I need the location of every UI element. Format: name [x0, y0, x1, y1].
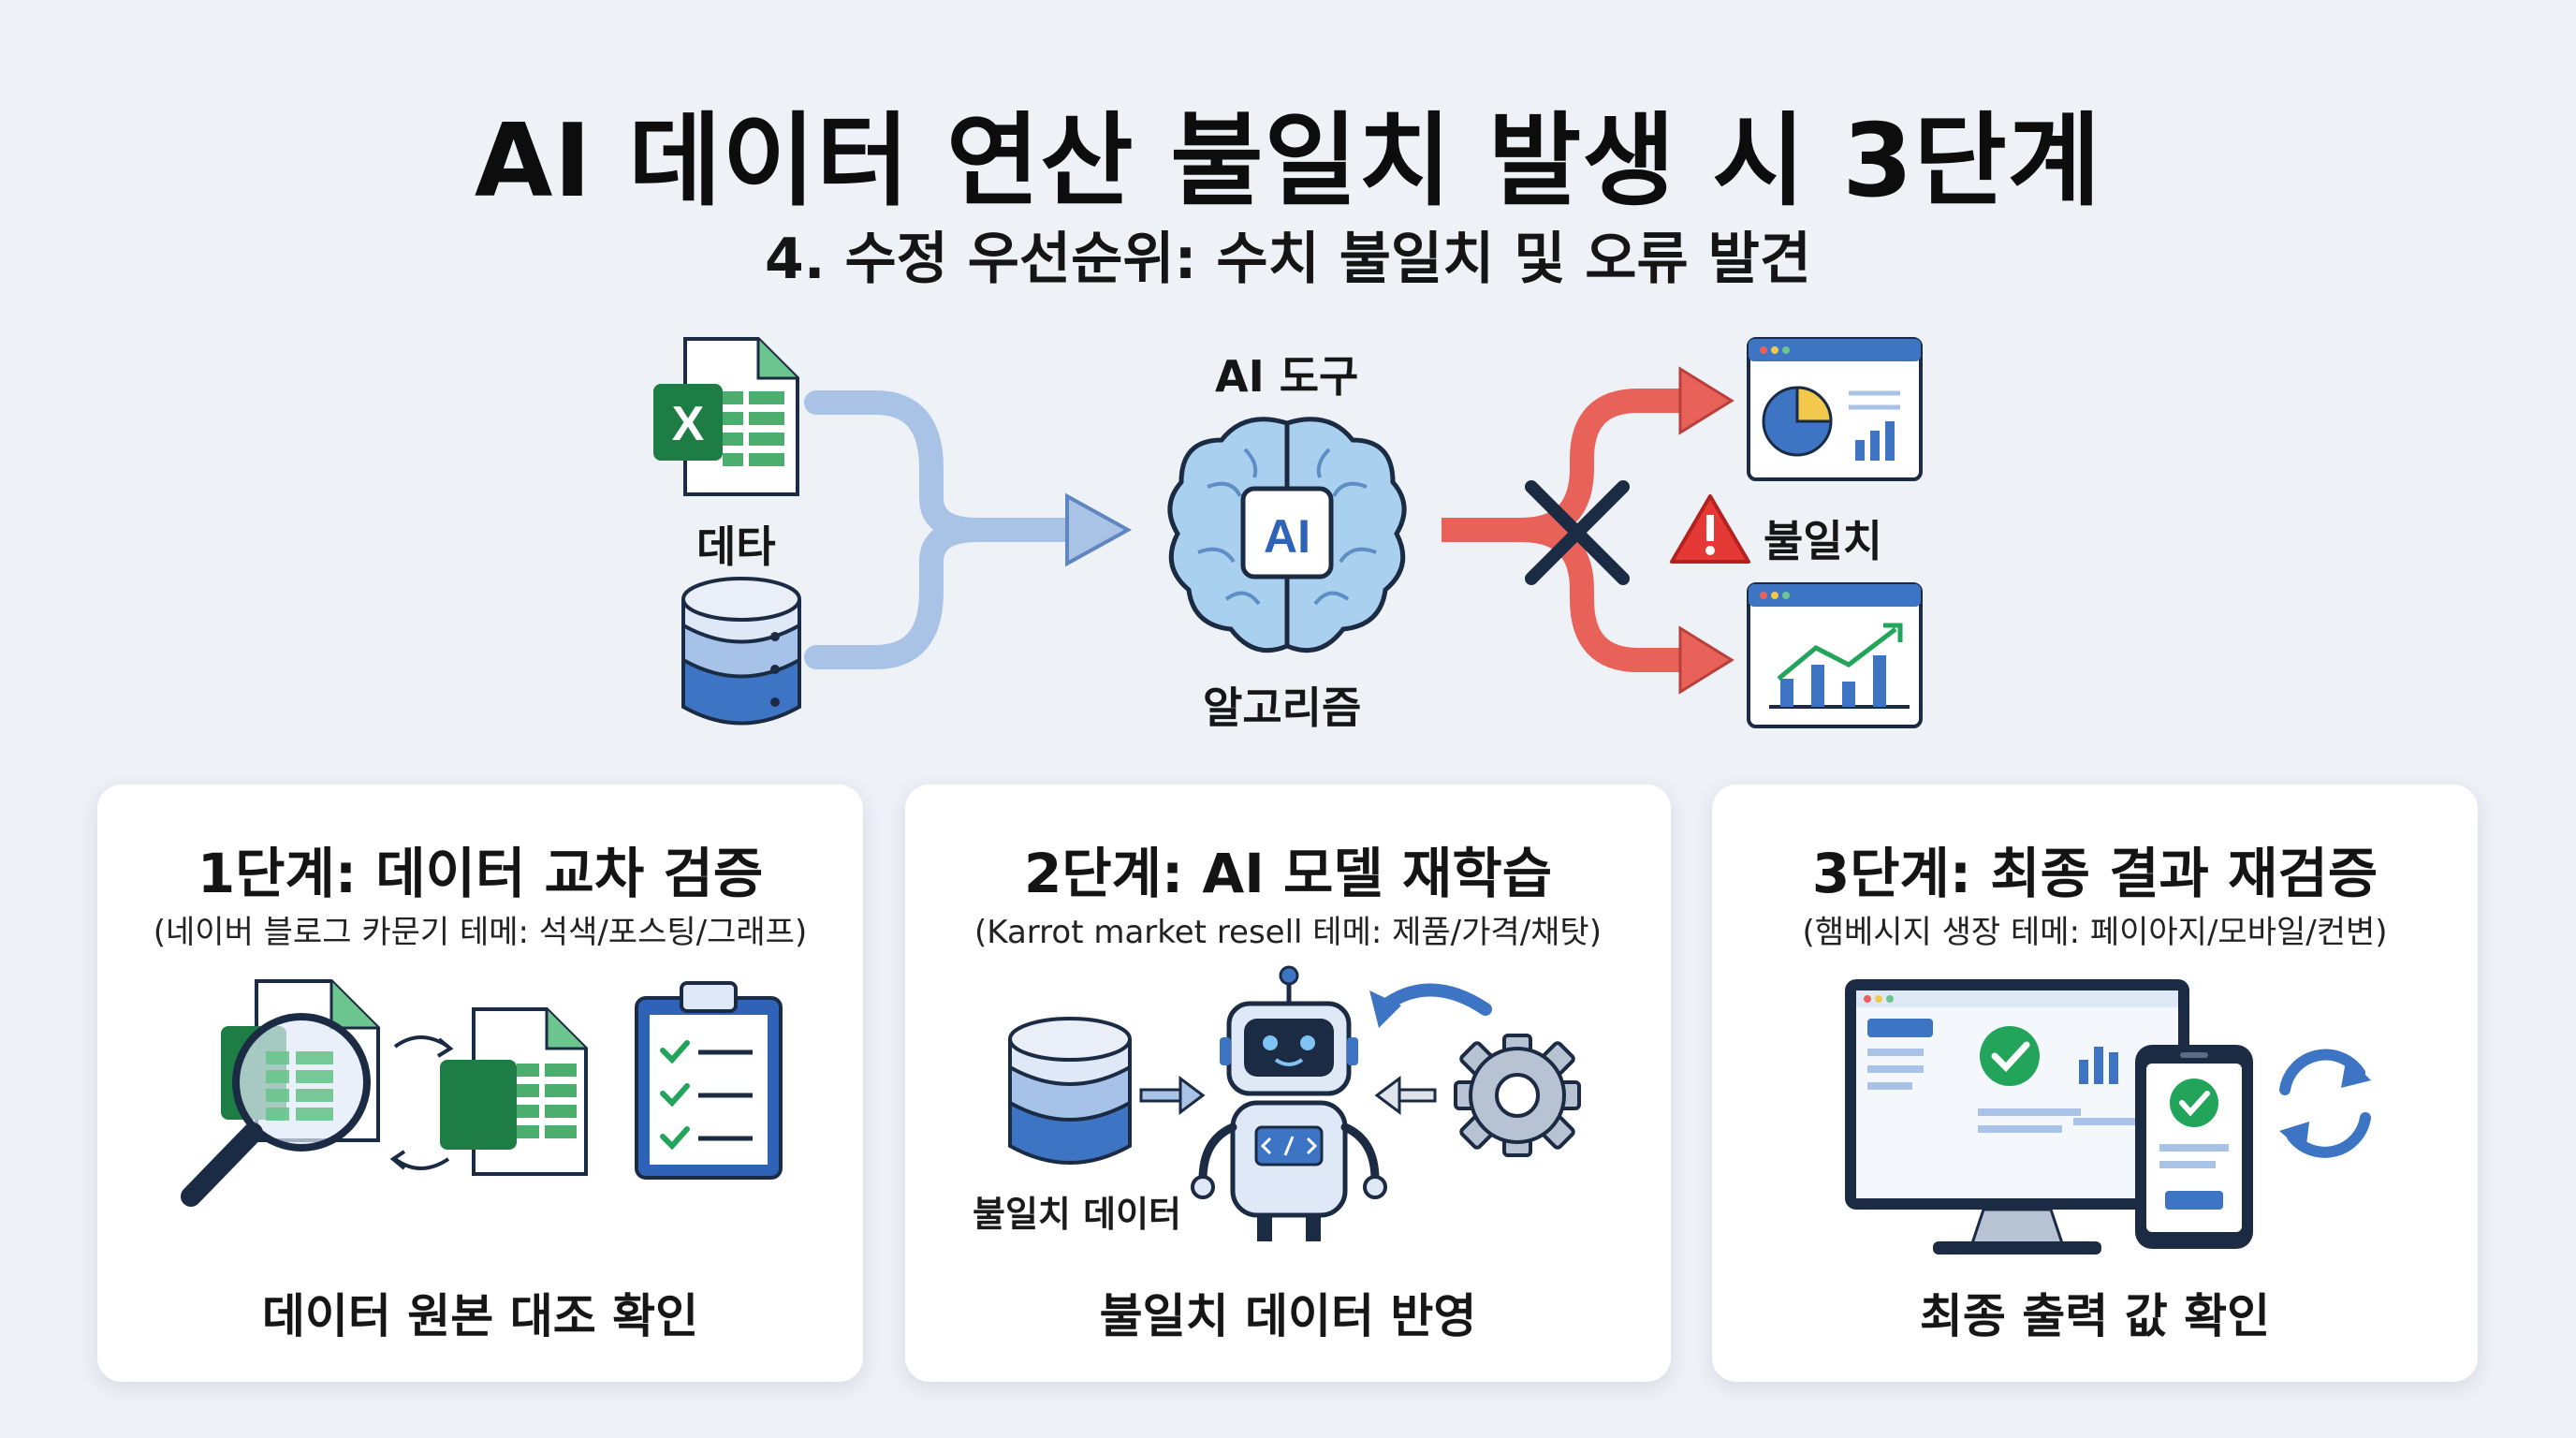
input-data-label: 데타	[696, 521, 776, 572]
robot-icon	[1191, 965, 1387, 1241]
step-3-title: 3단계: 최종 결과 재검증	[1811, 842, 2378, 905]
feedback-arrow-icon	[1369, 983, 1492, 1028]
step-2-card: 2단계: AI 모델 재학습 (Karrot market resell 테메:…	[905, 785, 1671, 1382]
step-1-footer: 데이터 원본 대조 확인	[261, 1289, 699, 1343]
refresh-arrowhead-top	[2341, 1056, 2371, 1088]
cross-validation-illustration	[181, 979, 783, 1207]
exchange-arrows-icon	[389, 1035, 454, 1170]
step-1-card: 1단계: 데이터 교차 검증 (네이버 블로그 카문기 테메: 석색/포스팅/그…	[97, 785, 863, 1382]
step-2-subtitle: (Karrot market resell 테메: 제품/가격/채탓)	[974, 914, 1602, 951]
page-title: AI 데이터 연산 불일치 발생 시 3단계	[474, 103, 2102, 220]
growth-dashboard-icon	[1747, 582, 1923, 728]
step-1-subtitle: (네이버 블로그 카문기 테메: 석색/포스팅/그래프)	[153, 914, 808, 951]
arrow-left-icon	[1374, 1076, 1437, 1115]
retraining-illustration	[1008, 965, 1581, 1241]
step-3-subtitle: (햄베시지 생장 테메: 페이아지/모바일/컨변)	[1802, 914, 2388, 951]
excel-letter: X	[672, 397, 705, 451]
monitor-icon	[1845, 979, 2189, 1255]
ai-brain-icon	[1167, 417, 1407, 653]
step-3-footer: 최종 출력 값 확인	[1919, 1289, 2271, 1343]
ai-chip-text: AI	[1264, 510, 1310, 563]
database-icon	[681, 577, 801, 726]
final-verification-illustration	[1845, 979, 2371, 1255]
phone-icon	[2135, 1045, 2253, 1249]
step-2-title: 2단계: AI 모델 재학습	[1023, 842, 1553, 905]
refresh-arrowhead-bottom	[2279, 1122, 2309, 1153]
database-icon	[1008, 1017, 1132, 1165]
arrow-right-icon	[1139, 1076, 1206, 1115]
mismatch-label: 불일치	[1764, 516, 1882, 566]
step-3-card: 3단계: 최종 결과 재검증 (햄베시지 생장 테메: 페이아지/모바일/컨변)	[1712, 785, 2478, 1382]
page-subtitle: 4. 수정 우선순위: 수치 불일치 및 오류 발견	[765, 227, 1811, 292]
warning-icon	[1670, 494, 1750, 564]
excel-file-icon-front	[440, 1007, 588, 1176]
gear-icon	[1454, 1034, 1581, 1157]
excel-file-icon	[653, 337, 799, 496]
checklist-clipboard-icon	[635, 981, 783, 1180]
algorithm-label: 알고리즘	[1203, 682, 1362, 733]
flow-diagram: X AI	[653, 337, 1923, 728]
pie-dashboard-icon	[1747, 337, 1923, 481]
mismatch-data-label: 불일치 데이터	[973, 1194, 1181, 1235]
step-2-footer: 불일치 데이터 반영	[1099, 1289, 1477, 1343]
input-merge-arrow	[804, 390, 1133, 669]
magnifier-icon	[181, 1013, 371, 1207]
cross-icon	[1525, 480, 1630, 585]
ai-tool-label: AI 도구	[1215, 351, 1359, 402]
mismatch-split-arrow	[1442, 366, 1734, 695]
step-1-title: 1단계: 데이터 교차 검증	[197, 842, 764, 905]
